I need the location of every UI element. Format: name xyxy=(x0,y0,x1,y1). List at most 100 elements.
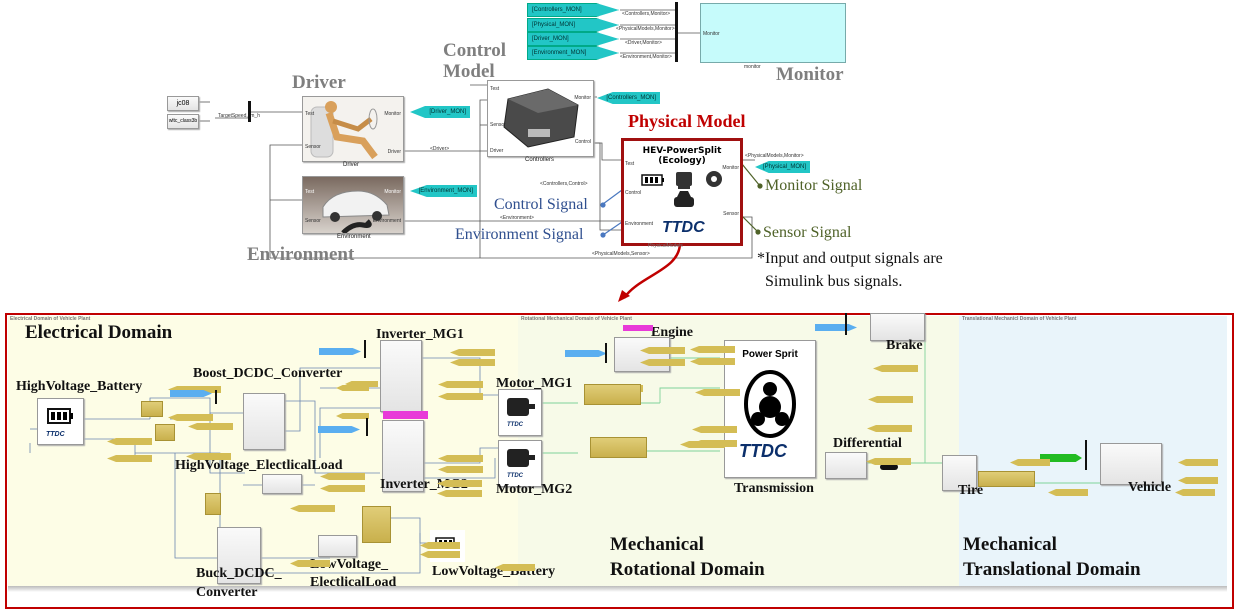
source-jc08[interactable]: jc08 xyxy=(167,96,199,111)
hv-battery-block[interactable]: TTDC xyxy=(37,398,84,445)
battery-icon xyxy=(641,174,664,186)
bus-creator[interactable] xyxy=(366,418,368,436)
engine-block[interactable] xyxy=(614,337,670,372)
bus-creator[interactable] xyxy=(248,101,251,122)
from-tag-control[interactable] xyxy=(170,390,212,397)
goto-tag[interactable] xyxy=(640,359,685,366)
from-tag-control[interactable] xyxy=(319,348,361,355)
from-tag-control[interactable] xyxy=(565,350,607,357)
bus-creator[interactable] xyxy=(1085,440,1087,470)
gain-block[interactable] xyxy=(141,401,163,417)
goto-tag[interactable] xyxy=(495,564,535,571)
goto-tag[interactable] xyxy=(873,365,918,372)
gain-block[interactable] xyxy=(362,506,391,543)
from-tag-pink[interactable] xyxy=(623,325,653,331)
goto-tag[interactable] xyxy=(438,393,483,400)
goto-tag[interactable] xyxy=(345,381,378,387)
goto-tag[interactable] xyxy=(438,466,483,473)
goto-tag[interactable] xyxy=(320,485,365,492)
gain-block[interactable] xyxy=(590,437,647,458)
goto-tag[interactable] xyxy=(107,455,152,462)
from-tag-pink[interactable] xyxy=(383,411,428,419)
goto-tag[interactable] xyxy=(695,389,740,396)
goto-tag[interactable] xyxy=(420,542,460,549)
goto-tag[interactable] xyxy=(640,347,685,354)
vehicle-block[interactable] xyxy=(1100,443,1162,485)
goto-tag[interactable] xyxy=(450,349,495,356)
monitor-block[interactable]: Monitor xyxy=(700,3,846,63)
goto-tag[interactable] xyxy=(1048,489,1088,496)
controllers-block[interactable]: Test Sensor Driver Monitor Control xyxy=(487,80,594,157)
environment-block[interactable]: Test Sensor Monitor Environment xyxy=(302,176,404,235)
note-line-1: *Input and output signals are xyxy=(757,250,943,267)
inverter-mg2-block[interactable] xyxy=(382,420,424,492)
goto-tag[interactable] xyxy=(690,358,735,365)
goto-tag[interactable] xyxy=(866,458,911,465)
rotational-domain-title-2: Rotational Domain xyxy=(610,559,765,580)
goto-tag[interactable] xyxy=(692,426,737,433)
goto-tag[interactable] xyxy=(186,453,231,460)
physical-model-block[interactable]: HEV-PowerSplit (Ecology) TTDC Test Contr… xyxy=(621,138,743,246)
goto-tag[interactable] xyxy=(437,490,482,497)
goto-tag[interactable] xyxy=(168,414,213,421)
bus-creator[interactable] xyxy=(215,390,217,404)
inverter-mg1-block[interactable] xyxy=(380,340,422,412)
motor-mg2-block[interactable]: TTDC xyxy=(498,440,542,487)
goto-tag[interactable] xyxy=(868,396,913,403)
goto-tag[interactable] xyxy=(290,560,330,567)
bus-creator[interactable] xyxy=(364,340,366,358)
goto-tag[interactable] xyxy=(188,423,233,430)
goto-tag[interactable] xyxy=(336,385,369,391)
gain-block[interactable] xyxy=(978,471,1035,487)
goto-tag[interactable] xyxy=(680,441,725,448)
goto-tag[interactable] xyxy=(438,455,483,462)
boost-converter-block[interactable] xyxy=(243,393,285,450)
goto-tag-environment-mon[interactable]: [Environment_MON] xyxy=(527,46,619,60)
gain-block[interactable] xyxy=(584,384,641,405)
bus-creator[interactable] xyxy=(675,2,678,62)
goto-tag[interactable] xyxy=(690,346,735,353)
goto-tag[interactable] xyxy=(438,381,483,388)
goto-tag-driver-mon[interactable]: [Driver_MON] xyxy=(527,32,619,46)
from-tag-environment[interactable] xyxy=(1040,454,1082,462)
goto-tag[interactable] xyxy=(437,480,482,487)
gain-block[interactable] xyxy=(155,424,175,441)
goto-tag[interactable] xyxy=(290,505,335,512)
gain-block[interactable] xyxy=(205,493,221,515)
goto-tag[interactable] xyxy=(450,359,495,366)
power-split-block[interactable]: Power Sprit TTDC xyxy=(724,340,816,478)
lv-load-block[interactable] xyxy=(318,535,357,557)
differential-block[interactable] xyxy=(825,452,867,479)
goto-tag-physical-mon[interactable]: [Physical_MON] xyxy=(527,18,619,32)
goto-tag[interactable] xyxy=(867,425,912,432)
goto-tag[interactable] xyxy=(1178,459,1218,466)
from-tag-control[interactable] xyxy=(815,324,857,331)
goto-tag[interactable] xyxy=(420,551,460,558)
goto-tag[interactable] xyxy=(1010,459,1050,466)
motor-mg2-label: Motor_MG2 xyxy=(496,482,573,497)
port-label: Test xyxy=(490,86,500,92)
from-tag-control[interactable] xyxy=(318,426,360,433)
goto-tag[interactable] xyxy=(1178,477,1218,484)
tire-block[interactable] xyxy=(942,455,977,491)
goto-environment-mon[interactable]: [Environment_MON] xyxy=(410,185,477,197)
port-label: Sensor xyxy=(305,218,321,224)
motor-mg1-block[interactable]: TTDC xyxy=(498,389,542,436)
goto-physical-mon[interactable]: [Physical_MON] xyxy=(755,161,810,173)
bus-creator[interactable] xyxy=(845,313,847,335)
bus-creator[interactable] xyxy=(605,343,607,363)
goto-controllers-mon[interactable]: [Controllers_MON] xyxy=(597,92,660,104)
goto-tag[interactable] xyxy=(107,438,152,445)
goto-tag[interactable] xyxy=(1175,489,1215,496)
source-wltc[interactable]: wltc_class3b xyxy=(167,114,199,129)
driver-block[interactable]: Test Sensor Monitor Driver xyxy=(302,96,404,162)
hv-load-block[interactable] xyxy=(262,474,302,494)
buck-converter-block[interactable] xyxy=(217,527,261,584)
physical-model-label: Physical Model xyxy=(628,111,746,131)
goto-tag[interactable] xyxy=(336,413,369,419)
goto-tag-controllers-mon[interactable]: [Controllers_MON] xyxy=(527,3,619,17)
brake-block[interactable] xyxy=(870,313,925,341)
goto-tag[interactable] xyxy=(320,473,365,480)
goto-driver-mon[interactable]: [Driver_MON] xyxy=(410,106,470,118)
goto-tag[interactable] xyxy=(176,386,221,393)
